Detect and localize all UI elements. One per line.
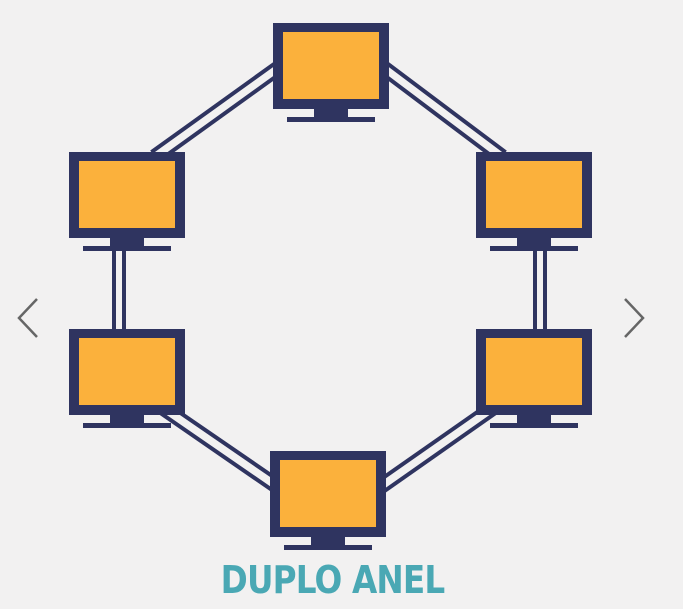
link-top-upper-left-inner	[157, 72, 281, 163]
previous-slide-button[interactable]	[10, 293, 46, 343]
computer-node-upper-left	[69, 152, 185, 251]
computer-node-top	[273, 23, 389, 122]
chevron-left-icon	[17, 298, 38, 338]
computer-node-upper-right	[476, 152, 592, 251]
chevron-right-icon	[624, 298, 645, 338]
link-lower-right-bottom-inner	[377, 398, 496, 483]
diagram-caption: DUPLO ANEL	[220, 558, 445, 602]
next-slide-button[interactable]	[616, 293, 652, 343]
computer-node-lower-right	[476, 329, 592, 428]
computer-node-lower-left	[69, 329, 185, 428]
link-top-upper-right-outer	[385, 61, 507, 154]
link-top-upper-right-inner	[381, 72, 500, 163]
link-lower-right-bottom-outer	[383, 407, 503, 493]
ring-links	[112, 61, 547, 493]
computer-node-bottom	[270, 451, 386, 550]
link-lower-left-bottom-outer	[153, 407, 275, 493]
link-top-upper-left-outer	[150, 61, 277, 154]
